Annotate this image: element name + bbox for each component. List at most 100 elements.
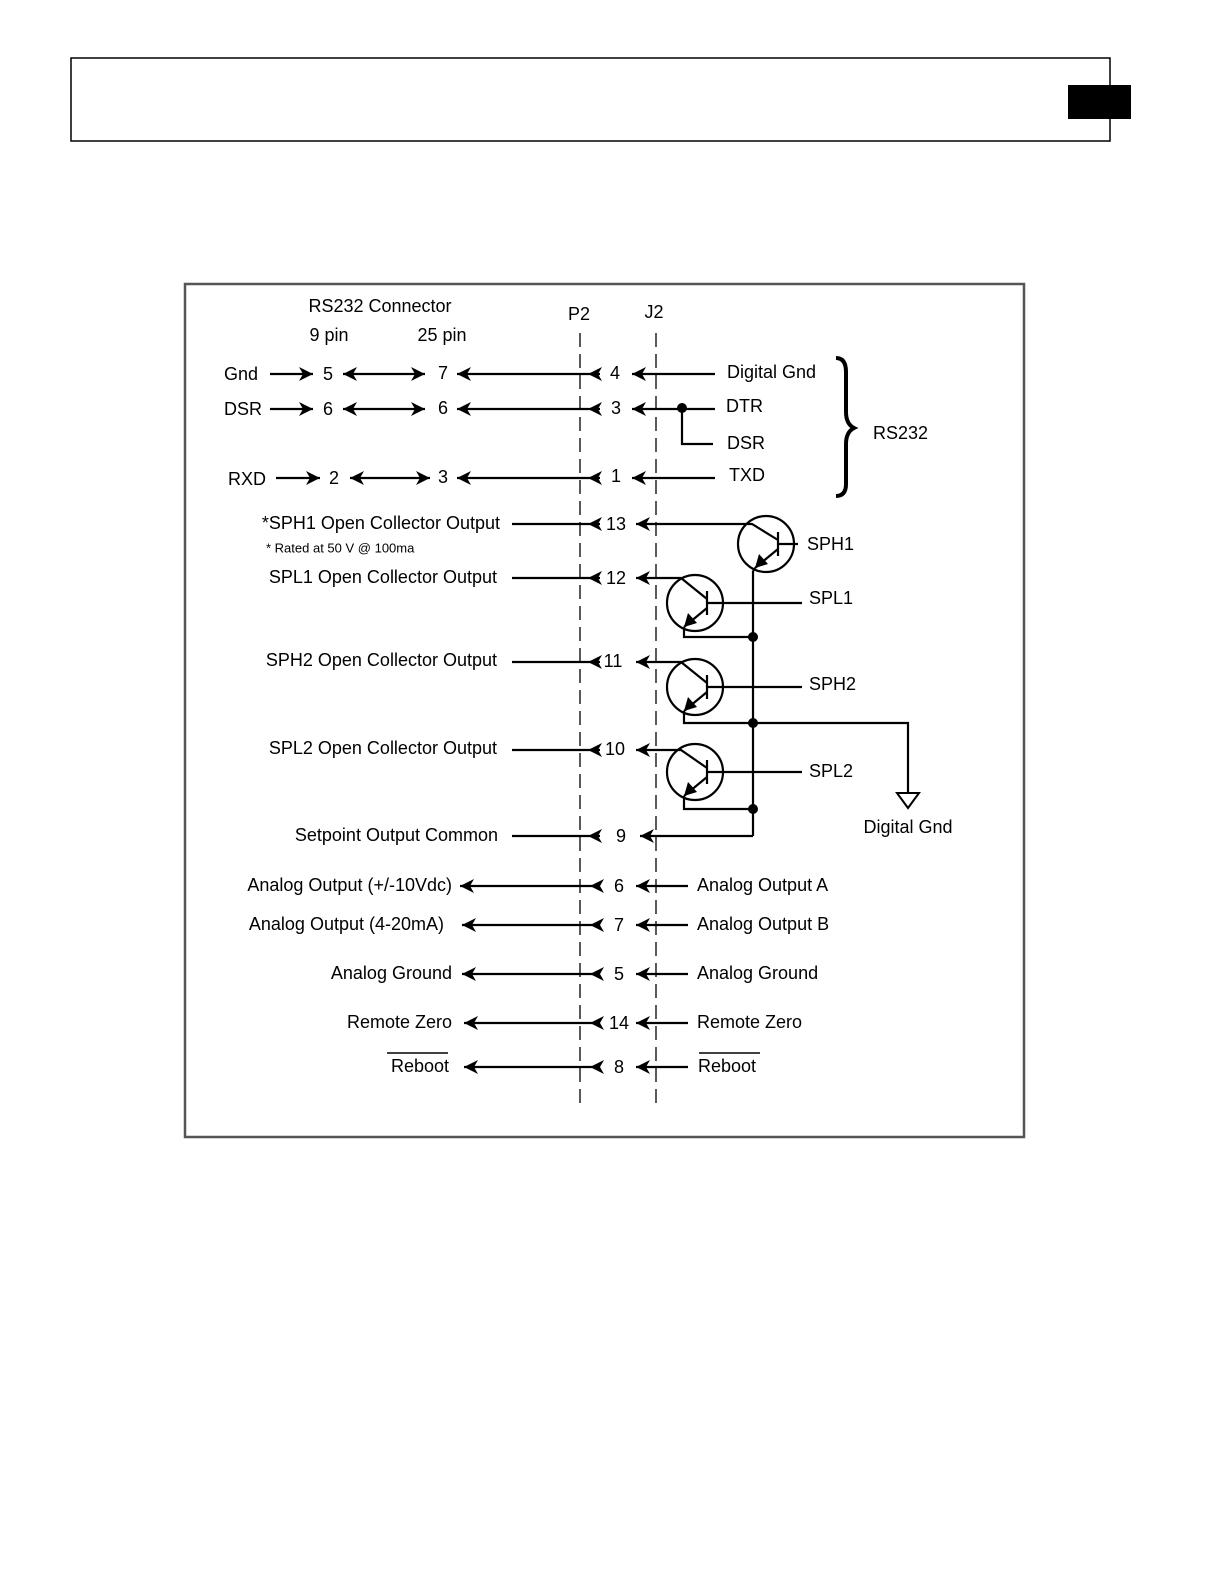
transistor-label: SPH1 xyxy=(807,534,854,554)
analog-right-label: Analog Output A xyxy=(697,875,828,895)
arrow-left-icon xyxy=(457,471,471,485)
common-label: Setpoint Output Common xyxy=(295,825,498,845)
arrow-right-icon xyxy=(299,367,313,381)
arrow-left-icon xyxy=(588,571,602,585)
wire xyxy=(682,796,753,811)
arrow-left-icon xyxy=(588,655,602,669)
emitter-arrow-icon xyxy=(684,697,697,711)
rs232-connector-title: RS232 Connector xyxy=(308,296,451,316)
junction-dot xyxy=(748,632,758,642)
analog-left-label: Analog Output (+/-10Vdc) xyxy=(247,875,452,895)
p2-pin: 5 xyxy=(614,964,624,984)
arrow-left-icon xyxy=(457,402,471,416)
arrow-left-icon xyxy=(640,829,654,843)
p2-pin: 10 xyxy=(605,739,625,759)
p2-pin: 14 xyxy=(609,1013,629,1033)
arrow-left-icon xyxy=(457,367,471,381)
wire xyxy=(636,576,708,600)
p2-pin: 13 xyxy=(606,514,626,534)
p2-pin: 3 xyxy=(611,398,621,418)
arrow-left-icon xyxy=(636,743,650,757)
arrow-right-icon xyxy=(306,471,320,485)
col-25pin: 25 pin xyxy=(417,325,466,345)
p2-label: P2 xyxy=(568,304,590,324)
emitter-arrow-icon xyxy=(755,554,768,568)
transistor-label: SPL2 xyxy=(809,761,853,781)
p2-pin: 7 xyxy=(614,915,624,935)
arrow-left-icon xyxy=(462,967,476,981)
analog-right-label: Analog Ground xyxy=(697,963,818,983)
junction-dot xyxy=(748,804,758,814)
wire xyxy=(680,408,713,446)
arrow-right-icon xyxy=(411,367,425,381)
pin25: 3 xyxy=(438,467,448,487)
diagram-frame xyxy=(183,282,1026,1139)
rs232-brace-label: RS232 xyxy=(873,423,928,443)
p2-pin: 6 xyxy=(614,876,624,896)
digital-gnd-label: Digital Gnd xyxy=(863,817,952,837)
arrow-left-icon xyxy=(343,402,357,416)
arrow-left-icon xyxy=(588,829,602,843)
wire xyxy=(753,721,910,793)
wire xyxy=(636,522,779,541)
arrow-left-icon xyxy=(588,471,602,485)
dsr-loop-label: DSR xyxy=(727,433,765,453)
pin25: 6 xyxy=(438,398,448,418)
wire xyxy=(682,711,753,725)
rs232-brace xyxy=(835,356,859,498)
arrow-right-icon xyxy=(299,402,313,416)
rs232-signal: RXD xyxy=(228,469,266,489)
pin25: 7 xyxy=(438,363,448,383)
p2-pin: 8 xyxy=(614,1057,624,1077)
analog-left-label: Analog Output (4-20mA) xyxy=(249,914,444,934)
wire xyxy=(682,627,753,639)
arrow-right-icon xyxy=(411,402,425,416)
analog-left-label: Remote Zero xyxy=(347,1012,452,1032)
arrow-left-icon xyxy=(636,517,650,531)
wire xyxy=(636,660,708,684)
right-signal: Digital Gnd xyxy=(727,362,816,382)
arrow-left-icon xyxy=(464,1016,478,1030)
arrow-left-icon xyxy=(460,879,474,893)
analog-left-label: Reboot xyxy=(391,1056,449,1076)
chapter-tab xyxy=(1068,85,1131,119)
pin9: 5 xyxy=(323,364,333,384)
right-signal: DTR xyxy=(726,396,763,416)
setpoint-label: *SPH1 Open Collector Output xyxy=(262,513,500,533)
transistor-label: SPL1 xyxy=(809,588,853,608)
arrow-left-icon xyxy=(590,879,604,893)
arrow-left-icon xyxy=(636,655,650,669)
p2-pin: 9 xyxy=(616,826,626,846)
wires xyxy=(270,367,921,1074)
p2-pin: 11 xyxy=(604,651,623,671)
setpoint-label: SPL1 Open Collector Output xyxy=(269,567,497,587)
analog-right-label: Remote Zero xyxy=(697,1012,802,1032)
right-signal: TXD xyxy=(729,465,765,485)
header-box xyxy=(70,57,1111,142)
wire xyxy=(636,748,708,769)
rs232-signal: Gnd xyxy=(224,364,258,384)
p2-pin: 4 xyxy=(610,363,620,383)
arrow-left-icon xyxy=(588,402,602,416)
rs232-signal: DSR xyxy=(224,399,262,419)
arrow-left-icon xyxy=(464,1060,478,1074)
analog-left-label: Analog Ground xyxy=(331,963,452,983)
emitter-arrow-icon xyxy=(684,613,697,627)
analog-right-label: Analog Output B xyxy=(697,914,829,934)
setpoint-label: SPL2 Open Collector Output xyxy=(269,738,497,758)
arrow-left-icon xyxy=(343,367,357,381)
arrow-left-icon xyxy=(462,918,476,932)
arrow-left-icon xyxy=(590,1016,604,1030)
arrow-left-icon xyxy=(588,743,602,757)
emitter-arrow-icon xyxy=(684,782,697,796)
arrow-left-icon xyxy=(588,517,602,531)
arrow-left-icon xyxy=(590,1060,604,1074)
j2-label: J2 xyxy=(644,302,663,322)
ground-icon xyxy=(895,792,921,810)
arrow-right-icon xyxy=(416,471,430,485)
analog-right-label: Reboot xyxy=(698,1056,756,1076)
p2-pin: 1 xyxy=(611,466,621,486)
wire xyxy=(752,567,756,572)
pin9: 6 xyxy=(323,399,333,419)
